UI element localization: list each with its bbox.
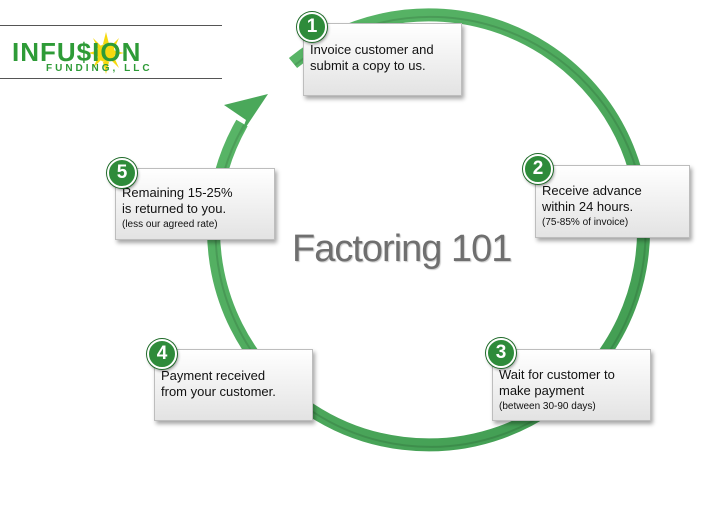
company-logo: INFU$ION FUNDING, LLC <box>0 0 222 80</box>
step-5-badge: 5 <box>107 158 137 188</box>
logo-brand-dollar: $ <box>76 37 93 67</box>
step-1-badge: 1 <box>297 12 327 42</box>
logo-subtitle: FUNDING, LLC <box>46 63 153 74</box>
sun-icon <box>88 32 124 74</box>
step-3-badge: 3 <box>486 338 516 368</box>
step-2-text: Receive advance within 24 hours. <box>542 183 642 214</box>
cycle-arrowhead <box>224 94 268 136</box>
step-2-note: (75-85% of invoice) <box>542 217 629 228</box>
step-4-text: Payment received from your customer. <box>161 368 276 399</box>
step-3-note: (between 30-90 days) <box>499 401 596 412</box>
step-1-box: Invoice customer and submit a copy to us… <box>303 23 462 96</box>
step-5-note: (less our agreed rate) <box>122 219 218 230</box>
logo-brand-left: INFU <box>12 37 77 67</box>
step-1-text: Invoice customer and submit a copy to us… <box>310 42 434 73</box>
diagram-title: Factoring 101 <box>292 228 512 270</box>
step-4-badge: 4 <box>147 339 177 369</box>
logo-brand: INFU$ION <box>12 37 141 68</box>
logo-bottom-rule <box>0 78 222 79</box>
step-2-badge: 2 <box>523 154 553 184</box>
logo-brand-right: ION <box>92 37 142 67</box>
step-2-box: Receive advance within 24 hours. (75-85%… <box>535 165 690 238</box>
step-3-text: Wait for customer to make payment <box>499 367 615 398</box>
step-3-box: Wait for customer to make payment (betwe… <box>492 349 651 421</box>
logo-top-rule <box>0 25 222 26</box>
step-5-box: Remaining 15-25% is returned to you. (le… <box>115 168 275 240</box>
step-4-box: Payment received from your customer. <box>154 349 313 421</box>
step-5-text: Remaining 15-25% is returned to you. <box>122 185 233 216</box>
